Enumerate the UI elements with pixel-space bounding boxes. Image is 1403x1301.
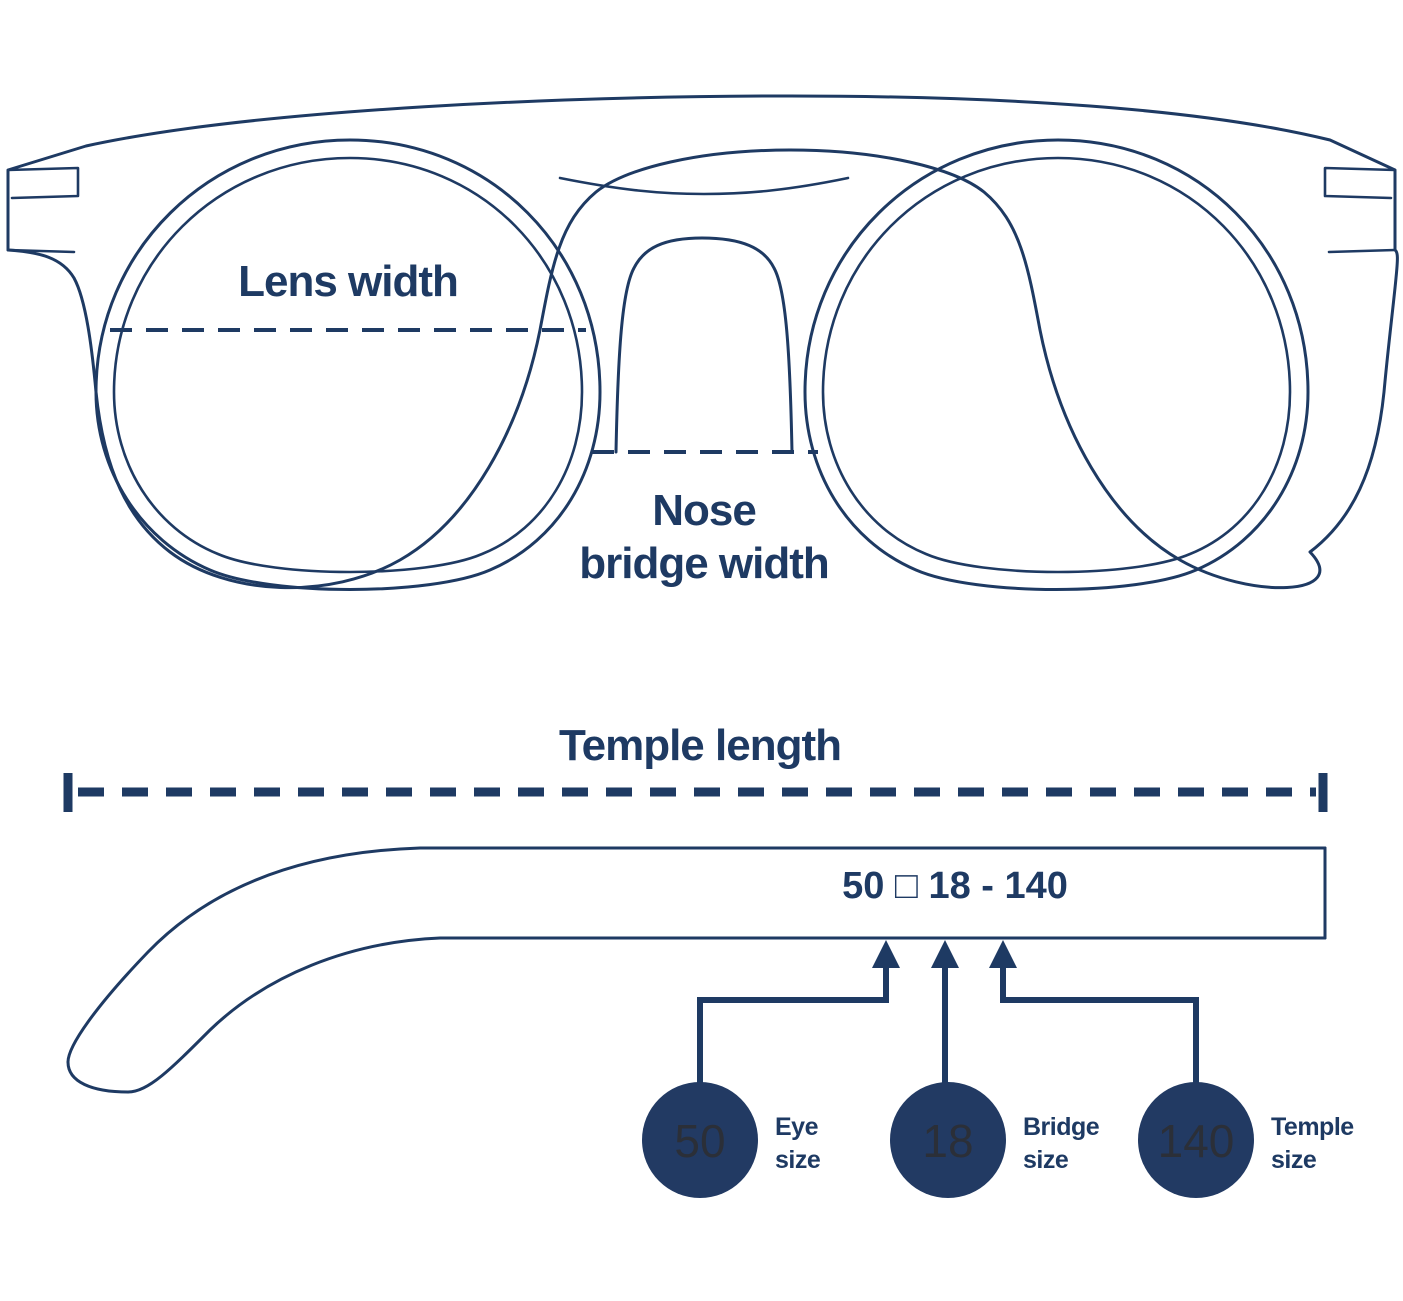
callout-circle-bridge-size xyxy=(890,1082,1006,1198)
callout-value-eye-size: 50 xyxy=(674,1115,725,1167)
callout-bridge-size: 18 Bridge size xyxy=(890,1082,1100,1198)
lens-width-label: Lens width xyxy=(238,257,458,306)
callout-caption-temple-size-line2: size xyxy=(1271,1146,1317,1174)
callout-caption-bridge-size-line1: Bridge xyxy=(1023,1113,1100,1141)
frame-outer-outline xyxy=(6,94,1399,590)
callout-value-temple-size: 140 xyxy=(1158,1115,1235,1167)
side-view-group: Temple length 50 □ 18 - 140 xyxy=(63,721,1328,1094)
callout-eye-size: 50 Eye size xyxy=(642,1082,821,1198)
leader-line-temple-size xyxy=(1000,962,1199,1091)
front-view-group: Lens width Nose bridge width xyxy=(6,94,1399,591)
right-rim-outer xyxy=(803,138,1310,591)
nose-bridge-shape xyxy=(614,236,794,454)
callout-circle-temple-size xyxy=(1138,1082,1254,1198)
callout-leaders-group xyxy=(697,940,1199,1091)
callout-circle-eye-size xyxy=(642,1082,758,1198)
temple-length-label: Temple length xyxy=(559,721,841,770)
callout-temple-size: 140 Temple size xyxy=(1138,1082,1355,1198)
nose-bridge-label-line1: Nose xyxy=(652,486,756,535)
bridge-top-connector xyxy=(558,176,850,196)
left-hinge-tab-lower xyxy=(6,248,76,254)
arrow-head-temple-size xyxy=(989,940,1017,968)
left-hinge-tab xyxy=(6,166,80,200)
size-code-label: 50 □ 18 - 140 xyxy=(842,865,1068,907)
left-rim-outer xyxy=(94,138,602,591)
temple-arm-upper-edge xyxy=(66,846,1327,1064)
right-hinge-tab-lower xyxy=(1327,248,1397,254)
arrow-head-eye-size xyxy=(872,940,900,968)
callout-caption-eye-size-line1: Eye xyxy=(775,1113,819,1141)
callout-value-bridge-size: 18 xyxy=(922,1115,973,1167)
leader-line-eye-size xyxy=(697,962,889,1091)
right-hinge-tab xyxy=(1323,166,1397,200)
temple-arm-hook-tip xyxy=(66,1060,130,1094)
callout-caption-eye-size-line2: size xyxy=(775,1146,821,1174)
nose-bridge-label-line2: bridge width xyxy=(579,539,829,588)
right-lens-inner xyxy=(821,156,1292,574)
callout-caption-temple-size-line1: Temple xyxy=(1271,1113,1354,1141)
arrow-head-bridge-size xyxy=(931,940,959,968)
temple-arm-lower-edge xyxy=(126,936,1327,1094)
callout-caption-bridge-size-line2: size xyxy=(1023,1146,1069,1174)
left-lens-inner xyxy=(112,156,584,574)
